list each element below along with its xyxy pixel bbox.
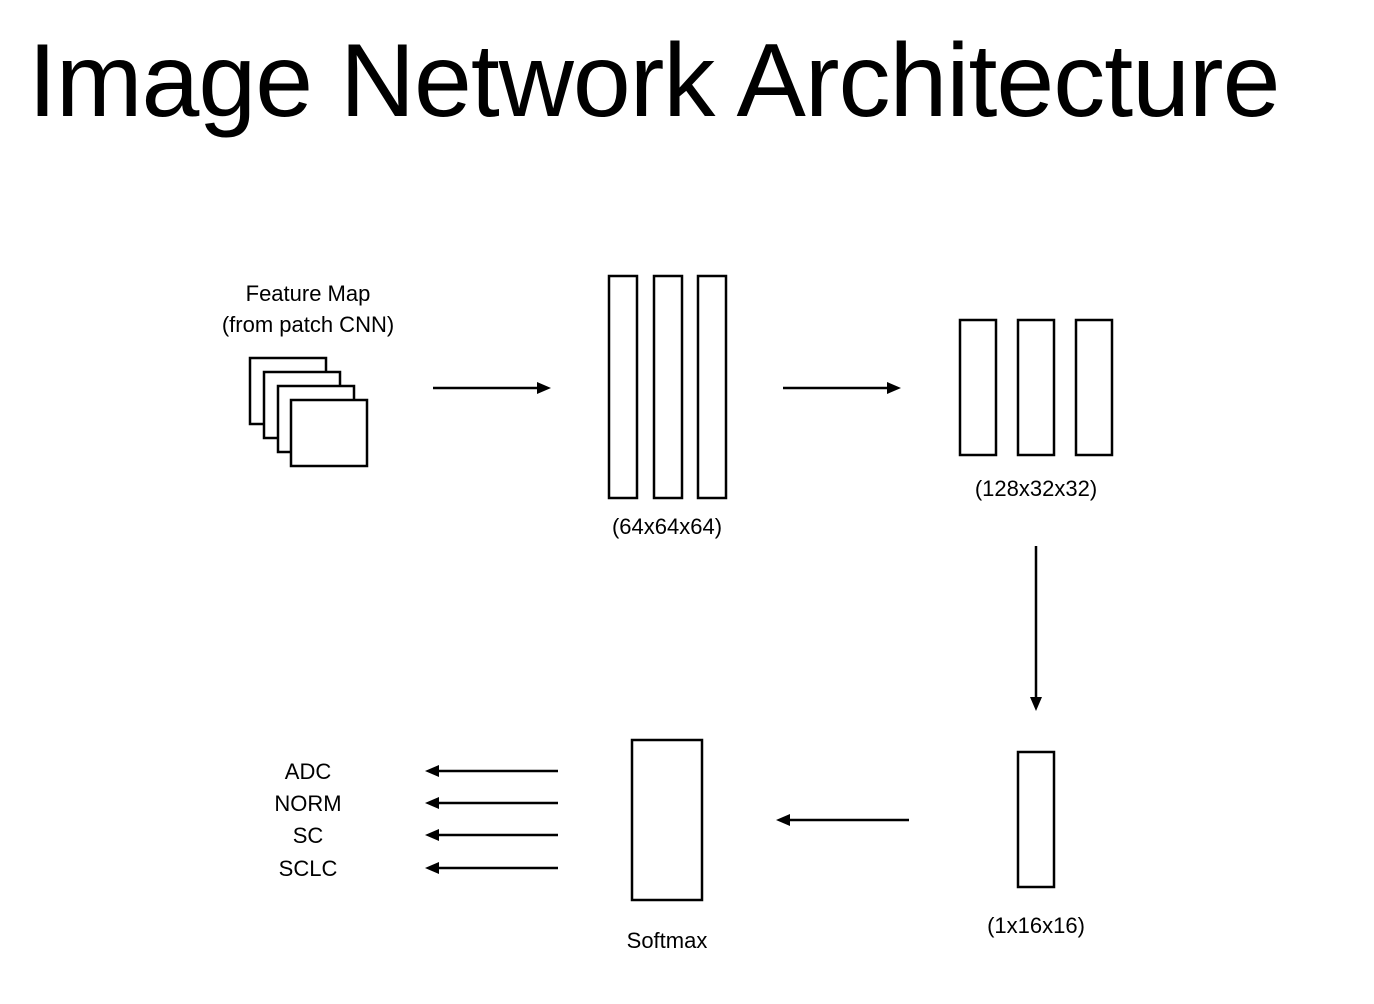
- feature-map-sublabel: (from patch CNN): [222, 312, 394, 337]
- page-title: Image Network Architecture: [28, 23, 1280, 139]
- conv-layer-1-dims: (64x64x64): [612, 514, 722, 539]
- channel-bar: [607, 274, 639, 500]
- arrow-left: [425, 862, 558, 874]
- conv-layer-1: [607, 274, 728, 500]
- conv-layer-3-dims: (1x16x16): [987, 913, 1085, 938]
- feature-map-stack: [248, 356, 369, 468]
- class-label-norm: NORM: [274, 791, 341, 816]
- arrow-left: [425, 797, 558, 809]
- arrow-left: [425, 765, 558, 777]
- channel-bar: [652, 274, 684, 500]
- arrow-left: [776, 814, 909, 826]
- class-label-sclc: SCLC: [279, 856, 338, 881]
- softmax-box: [630, 738, 704, 902]
- feature-map-sheet: [289, 398, 369, 468]
- class-label-sc: SC: [293, 823, 324, 848]
- class-label-adc: ADC: [285, 759, 332, 784]
- arrow-right: [783, 382, 901, 394]
- conv-layer-2: [958, 318, 1114, 457]
- arrow-down: [1030, 546, 1042, 711]
- softmax-label: Softmax: [627, 928, 708, 953]
- feature-map-label: Feature Map: [246, 281, 371, 306]
- conv-layer-2-dims: (128x32x32): [975, 476, 1097, 501]
- arrow-left: [425, 829, 558, 841]
- output-arrows: [425, 765, 558, 874]
- class-labels: ADC NORM SC SCLC: [274, 759, 341, 881]
- conv-layer-3-bar: [1016, 750, 1056, 889]
- channel-bar: [1016, 318, 1056, 457]
- channel-bar: [958, 318, 998, 457]
- channel-bar: [1074, 318, 1114, 457]
- channel-bar: [696, 274, 728, 500]
- arrow-right: [433, 382, 551, 394]
